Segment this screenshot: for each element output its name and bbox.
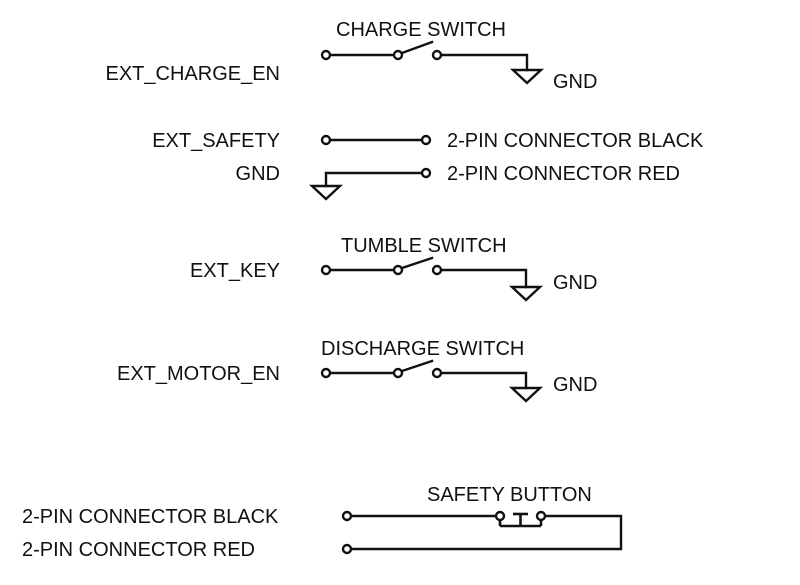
switch-contact (392, 367, 404, 379)
wire-to-ground (435, 371, 528, 390)
safety-button-label: SAFETY BUTTON (427, 484, 592, 506)
connector-label-red: 2-PIN CONNECTOR RED (22, 539, 255, 561)
switch-contact (431, 367, 443, 379)
charge-switch-symbol (320, 40, 529, 72)
connector-label-red: 2-PIN CONNECTOR RED (447, 163, 680, 185)
ground-label: GND (553, 272, 597, 294)
terminal-pin (320, 264, 332, 276)
switch-lever (400, 359, 434, 373)
push-button-symbol (494, 510, 547, 528)
ground-symbol-icon (308, 184, 344, 201)
terminal-pin (320, 134, 332, 146)
ground-symbol-icon (509, 68, 545, 85)
discharge-switch-circuit: EXT_MOTOR_EN DISCHARGE SWITCH GND (117, 338, 597, 403)
connector-pin-red (341, 543, 353, 555)
ground-label: GND (553, 374, 597, 396)
tumble-switch-label: TUMBLE SWITCH (341, 235, 507, 257)
tumble-switch-symbol (320, 256, 528, 289)
button-terminal (535, 510, 547, 522)
tumble-switch-circuit: EXT_KEY TUMBLE SWITCH GND (190, 235, 597, 302)
button-terminal (494, 510, 506, 522)
switch-contact (431, 49, 443, 61)
charge-switch-label: CHARGE SWITCH (336, 19, 506, 41)
switch-contact (392, 264, 404, 276)
signal-label-gnd: GND (236, 163, 280, 185)
connector-label-black: 2-PIN CONNECTOR BLACK (447, 130, 704, 152)
switch-lever (400, 256, 434, 270)
terminal-pin (320, 367, 332, 379)
ground-symbol-icon (508, 386, 544, 403)
wire-to-ground (324, 171, 428, 188)
wire-to-ground (435, 53, 529, 72)
wire-loop (345, 514, 623, 551)
connector-pin-black (420, 134, 432, 146)
signal-label-ext-motor-en: EXT_MOTOR_EN (117, 363, 280, 385)
wire-to-ground (435, 268, 528, 289)
safety-button-circuit: SAFETY BUTTON 2-PIN CONNECTOR BLACK 2-PI… (22, 484, 623, 561)
switch-contact (431, 264, 443, 276)
connector-pin-black (341, 510, 353, 522)
signal-label-ext-charge-en: EXT_CHARGE_EN (106, 63, 281, 85)
charge-switch-circuit: EXT_CHARGE_EN CHARGE SWITCH GND (106, 19, 598, 93)
ground-symbol-icon (508, 285, 544, 302)
signal-label-ext-safety: EXT_SAFETY (152, 130, 280, 152)
discharge-switch-symbol (320, 359, 528, 390)
safety-connector-circuit: EXT_SAFETY GND 2-PIN CONNECTOR BLACK 2-P… (152, 130, 704, 201)
switch-contact (392, 49, 404, 61)
switch-lever (400, 40, 434, 55)
discharge-switch-label: DISCHARGE SWITCH (321, 338, 524, 360)
terminal-pin (320, 49, 332, 61)
connector-pin-red (420, 167, 432, 179)
connector-label-black: 2-PIN CONNECTOR BLACK (22, 506, 279, 528)
signal-label-ext-key: EXT_KEY (190, 260, 280, 282)
ground-label: GND (553, 71, 597, 93)
